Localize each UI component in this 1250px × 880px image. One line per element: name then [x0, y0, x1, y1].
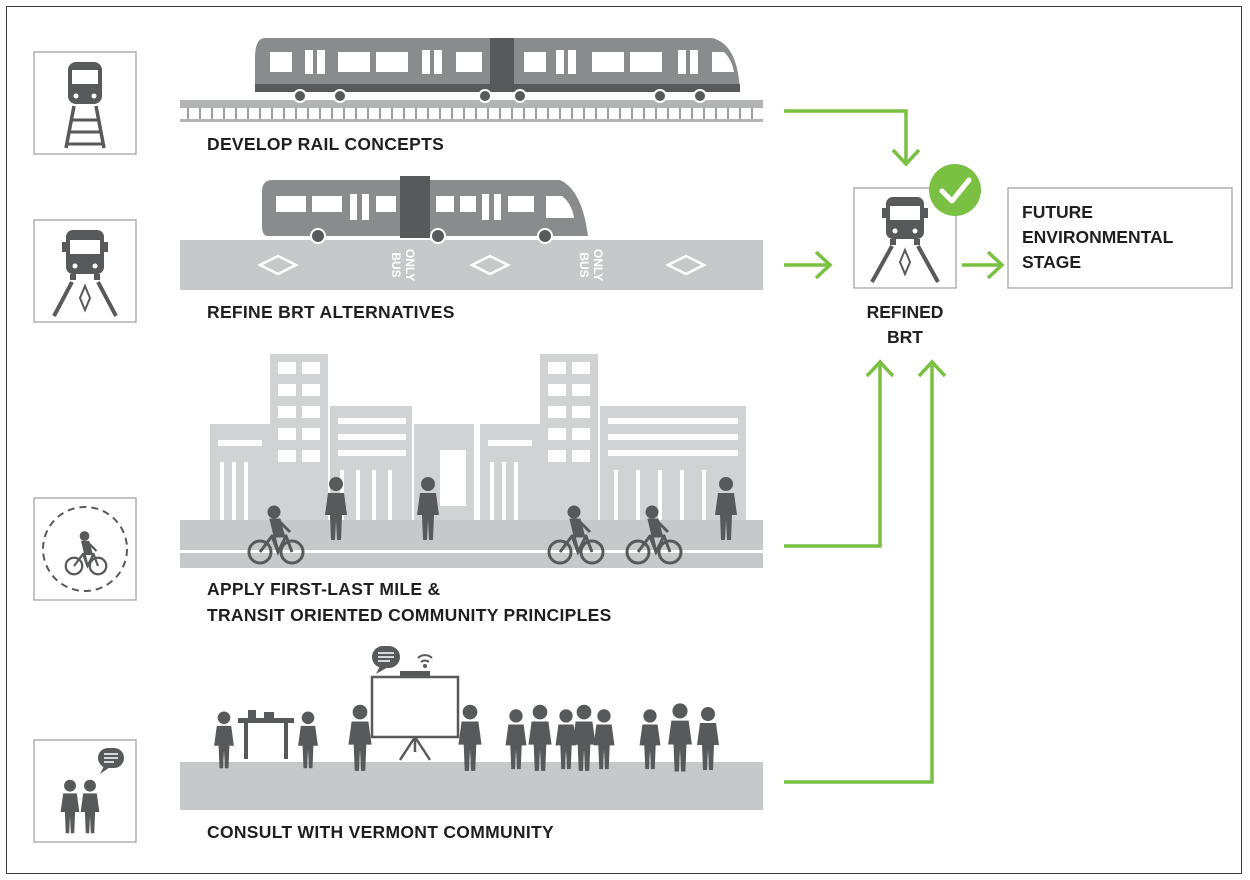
- arrowhead-brt: [814, 250, 833, 280]
- step-label-community: CONSULT WITH VERMONT COMMUNITY: [207, 822, 554, 842]
- arrow-rail-to-refined-brt: [784, 109, 908, 164]
- only-lane-marking-1: ONLY: [403, 249, 417, 281]
- bus-on-diamond-lane-icon: [52, 230, 118, 317]
- refined-brt-icon-box: [853, 164, 981, 289]
- people-talking-icon: [60, 748, 124, 834]
- future-stage-label-line3: STAGE: [1022, 252, 1081, 272]
- refined-brt-label-line2: BRT: [887, 327, 923, 347]
- rail-illustration: [180, 38, 763, 122]
- community-meeting-illustration: [180, 646, 763, 810]
- train-on-tracks-icon: [64, 62, 106, 149]
- step-label-brt: REFINE BRT ALTERNATIVES: [207, 302, 455, 322]
- arrowhead-first-last-mile: [865, 359, 895, 378]
- bus-lane-marking-1: BUS: [389, 252, 403, 277]
- first-last-mile-left-icon-box: [33, 497, 137, 601]
- articulated-bus-illustration: [262, 176, 588, 244]
- arrowhead-community: [917, 359, 947, 378]
- bus-on-diamond-lane-icon: [870, 197, 940, 283]
- diagram-frame: [6, 6, 1242, 874]
- rail-left-icon-box: [33, 51, 137, 155]
- future-stage-label-line1: FUTURE: [1022, 202, 1093, 222]
- city-street-illustration: [180, 354, 763, 568]
- arrow-community-to-refined-brt: [784, 362, 934, 784]
- future-stage-box: [1007, 187, 1233, 289]
- checkmark-icon: [929, 164, 981, 216]
- step-label-first-last-mile-line1: APPLY FIRST-LAST MILE &: [207, 579, 441, 599]
- step-label-first-last-mile-line2: TRANSIT ORIENTED COMMUNITY PRINCIPLES: [207, 605, 612, 625]
- brt-left-icon-box: [33, 219, 137, 323]
- only-lane-marking-2: ONLY: [591, 249, 605, 281]
- refined-brt-label-line1: REFINED: [866, 302, 944, 322]
- train-illustration: [255, 38, 740, 103]
- community-left-icon-box: [33, 739, 137, 843]
- future-stage-label-line2: ENVIRONMENTAL: [1022, 227, 1174, 247]
- arrowhead-rail: [891, 148, 921, 167]
- arrowhead-future-stage: [986, 250, 1005, 280]
- step-label-rail: DEVELOP RAIL CONCEPTS: [207, 134, 445, 154]
- brt-illustration: BUS ONLY BUS ONLY: [180, 176, 763, 290]
- arrow-first-last-mile-to-refined-brt: [784, 362, 882, 548]
- flow-arrows: [784, 109, 1005, 784]
- bus-lane-marking-2: BUS: [577, 252, 591, 277]
